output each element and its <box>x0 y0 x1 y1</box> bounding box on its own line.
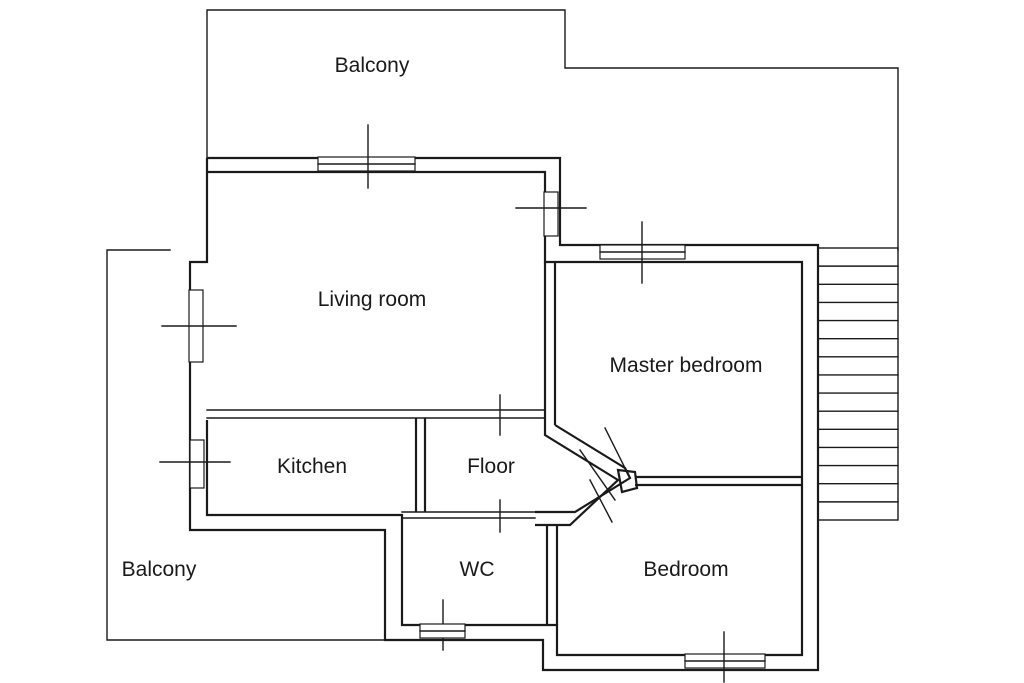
interior-wall-master-bedroom <box>635 475 802 487</box>
balcony-left-label: Balcony <box>122 558 197 581</box>
wc-label: WC <box>460 558 495 581</box>
staircase <box>817 247 899 521</box>
kitchen-label: Kitchen <box>277 455 347 478</box>
balcony-top-label: Balcony <box>335 54 410 77</box>
interior-wall-living-master <box>543 262 557 425</box>
floor-label: Floor <box>467 455 515 478</box>
balcony-left-outline <box>106 249 386 641</box>
interior-wall-living-bottom <box>206 409 546 419</box>
master-bedroom-label: Master bedroom <box>610 354 763 377</box>
door-marks <box>442 394 626 651</box>
living-room-label: Living room <box>318 288 427 311</box>
bedroom-label: Bedroom <box>643 558 728 581</box>
interior-wall-angled <box>535 424 639 527</box>
windows <box>159 124 766 683</box>
balcony-top-outline <box>206 9 899 251</box>
exterior-walls <box>188 156 820 672</box>
interior-wall-kitchen-floor <box>414 418 427 512</box>
interior-wall-wc-bedroom <box>545 525 559 625</box>
interior-wall-wc-top <box>401 511 536 519</box>
